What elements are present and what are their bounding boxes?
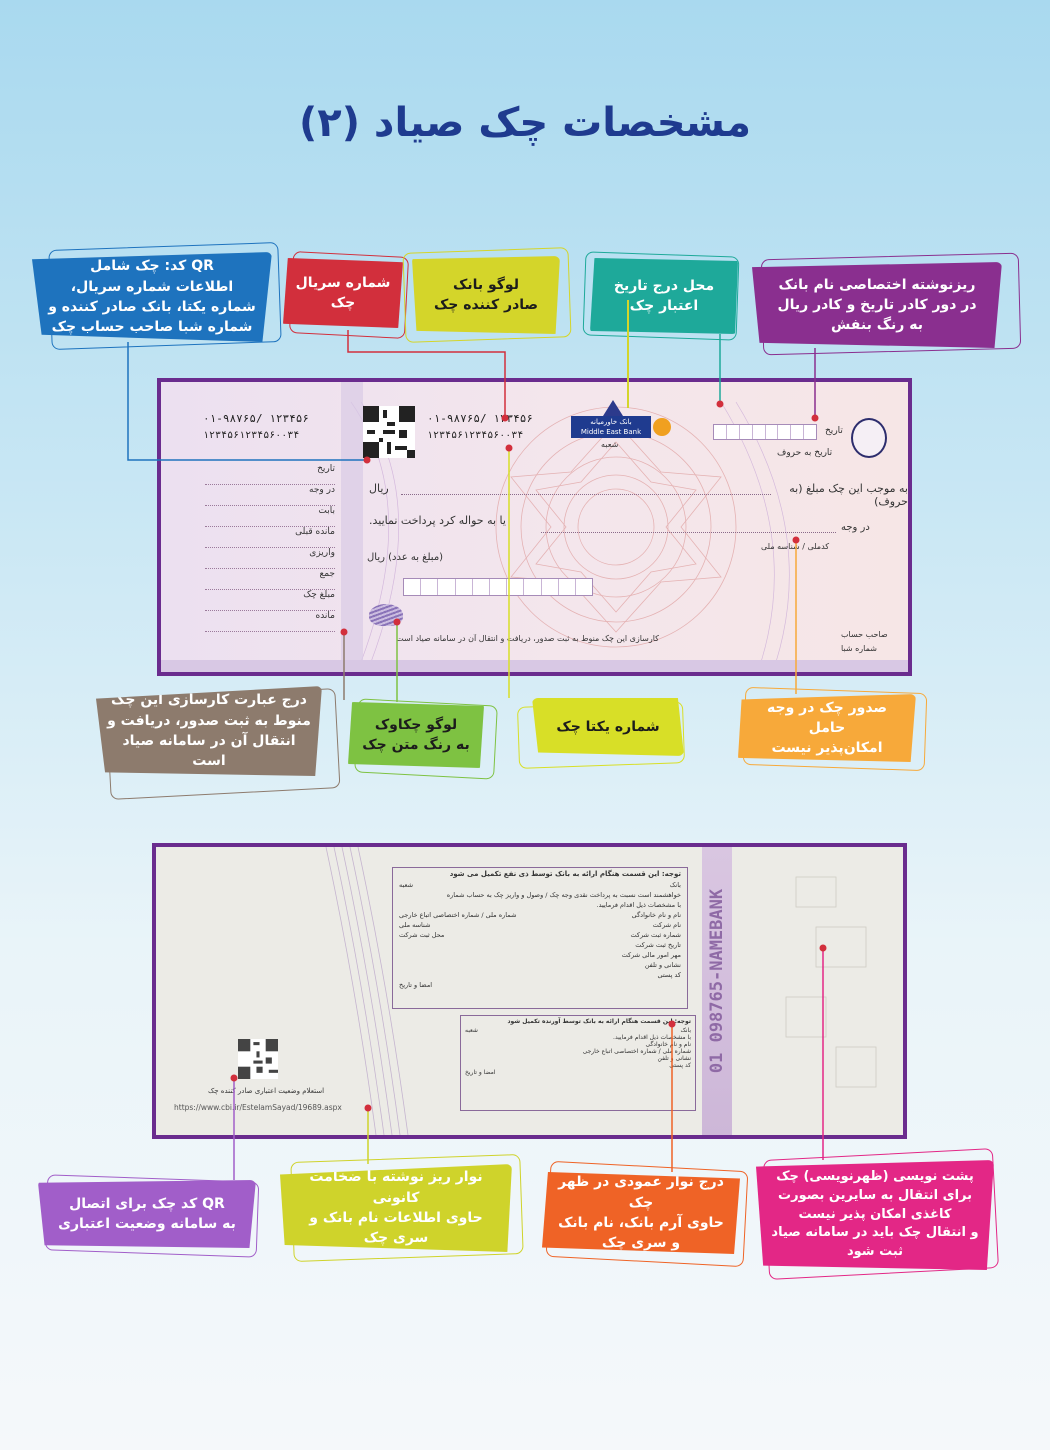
sayad-notice: کارسازی این چک منوط به ثبت صدور، دریافت … xyxy=(396,634,659,643)
callout-bearer-text: صدور چک در وجه حامل امکان‌پذیر نیست xyxy=(767,699,887,757)
callout-bearer: صدور چک در وجه حامل امکان‌پذیر نیست xyxy=(738,686,928,772)
pay-label: یا به حواله کرد پرداخت نمایید. xyxy=(369,514,506,527)
stub-serial-1: ۰۱-۹۸۷۶۵/ ۱۲۳۴۵۶ xyxy=(203,412,309,425)
rial-label-1: ریال xyxy=(369,482,389,495)
check-back-pattern xyxy=(325,847,877,1135)
serial-number-1: ۰۱-۹۸۷۶۵/ ۱۲۳۴۵۶ xyxy=(427,412,533,425)
callout-microtext-text: ریزنوشته اختصاصی نام بانک در دور کادر تا… xyxy=(777,276,977,334)
owner-label: صاحب حساب xyxy=(841,630,888,639)
callout-serial-text: شماره سریال چک xyxy=(295,274,391,311)
notice-1: توجه: این قسمت هنگام ارائه به بانک توسط … xyxy=(449,870,681,878)
stub-field: مبلغ چک xyxy=(205,590,335,611)
vertical-strip-text: 01 098765-NAMEBANK xyxy=(707,888,727,1074)
amount-words-line xyxy=(401,494,771,495)
chakavak-logo-icon xyxy=(369,604,403,626)
bank-sun-icon xyxy=(653,418,671,436)
check-back: توجه: این قسمت هنگام ارائه به بانک توسط … xyxy=(152,843,907,1139)
stub-field: بابت xyxy=(205,506,335,527)
bank-name-en: Middle East Bank xyxy=(580,428,642,436)
qr-code-back xyxy=(238,1039,278,1079)
page-title: مشخصات چک صیاد (۲) xyxy=(299,100,751,146)
callout-micro-strip: نوار ریز نوشته با ضخامت کانونی حاوی اطلا… xyxy=(280,1154,524,1262)
amount-digits-label: (مبلغ به عدد) ریال xyxy=(367,552,444,563)
bank-logo-mark-icon xyxy=(603,400,623,416)
stub-field: مانده xyxy=(205,611,335,632)
callout-serial: شماره سریال چک xyxy=(283,251,410,339)
callout-unique-number: شماره یکتا چک xyxy=(516,698,686,769)
branch-label: شعبه xyxy=(601,440,619,449)
callout-qr-validation: QR کد چک برای اتصال به سامانه وضعیت اعتب… xyxy=(38,1174,260,1258)
endorsement-box-2: توجه: این قسمت هنگام ارائه به بانک توسط … xyxy=(460,1015,696,1111)
qr-url[interactable]: https://www.cbi.ir/EstelamSayad/19689.as… xyxy=(174,1103,342,1112)
stub-serial-2: ۱۲۳۴۵۶۱۲۳۴۵۶۰۰۳۴ xyxy=(203,430,300,441)
id-fields: کدملی / شناسه ملی xyxy=(761,542,830,551)
in-favor-label: در وجه xyxy=(841,522,870,533)
stub-fields: تاریخ در وجه بابت مانده قبلی واریزی جمع … xyxy=(205,464,335,632)
endorsement-box-1: توجه: این قسمت هنگام ارائه به بانک توسط … xyxy=(392,867,688,1009)
stub-field: تاریخ xyxy=(205,464,335,485)
callout-qr-validation-text: QR کد چک برای اتصال به سامانه وضعیت اعتب… xyxy=(58,1195,236,1232)
callout-qr: QR کد: چک شامل اطلاعات شماره سریال، شمار… xyxy=(32,242,282,350)
sheba-label: شماره شبا xyxy=(841,644,877,653)
callout-bank-logo: لوگو بانک صادر کننده چک xyxy=(402,247,572,343)
bank-logo: بانک خاورمیانه Middle East Bank شعبه xyxy=(571,400,671,449)
callout-endorsement: پشت نویسی (ظهرنویسی) چک برای انتقال به س… xyxy=(756,1148,999,1280)
notice-2: توجه: این قسمت هنگام ارائه به بانک توسط … xyxy=(507,1018,691,1025)
stub-field: در وجه xyxy=(205,485,335,506)
callout-sayad-text-text: درج عبارت کارسازی این چک منوط به ثبت صدو… xyxy=(107,692,311,770)
callout-bank-logo-text: لوگو بانک صادر کننده چک xyxy=(433,276,539,313)
date-box xyxy=(713,424,817,440)
qr-code-front xyxy=(363,406,415,458)
callout-endorsement-text: پشت نویسی (ظهرنویسی) چک برای انتقال به س… xyxy=(771,1168,979,1260)
date-label: تاریخ xyxy=(825,426,843,436)
bank-emblem-icon xyxy=(851,418,887,458)
payee-line xyxy=(541,532,836,533)
qr-caption: استعلام وضعیت اعتباری صادر کننده چک xyxy=(207,1087,325,1095)
callout-sayad-text: درج عبارت کارسازی این چک منوط به ثبت صدو… xyxy=(96,686,341,800)
unique-number: ۱۲۳۴۵۶۱۲۳۴۵۶۰۰۳۴ xyxy=(427,430,524,441)
stub-field: مانده قبلی xyxy=(205,527,335,548)
vertical-security-strip: 01 098765-NAMEBANK xyxy=(702,847,732,1135)
callout-micro-strip-text: نوار ریز نوشته با ضخامت کانونی حاوی اطلا… xyxy=(309,1169,483,1247)
amount-digits-box xyxy=(403,578,593,596)
callout-qr-text: QR کد: چک شامل اطلاعات شماره سریال، شمار… xyxy=(48,258,256,336)
bank-name-fa: بانک خاورمیانه xyxy=(590,418,632,426)
callout-printer-logo: لوگو چکاوک به رنگ متن چک xyxy=(348,698,498,780)
callout-date-place-text: محل درج تاریخ اعتبار چک xyxy=(613,277,715,314)
callout-vertical-strip-text: درج نوار عمودی در ظهر چک حاوی آرم بانک، … xyxy=(558,1174,724,1252)
callout-microtext: ریزنوشته اختصاصی نام بانک در دور کادر تا… xyxy=(752,252,1022,356)
date-words-label: تاریخ به حروف xyxy=(777,448,833,458)
amount-words-label: به موجب این چک مبلغ (به حروف) xyxy=(789,482,908,508)
callout-unique-number-text: شماره یکتا چک xyxy=(556,718,660,735)
stub-field: واریزی xyxy=(205,548,335,569)
stub-field: جمع xyxy=(205,569,335,590)
callout-vertical-strip: درج نوار عمودی در ظهر چک حاوی آرم بانک، … xyxy=(542,1160,749,1268)
callout-date-place: محل درج تاریخ اعتبار چک xyxy=(582,251,740,341)
callout-printer-logo-text: لوگو چکاوک به رنگ متن چک xyxy=(362,716,470,753)
check-front: ۰۱-۹۸۷۶۵/ ۱۲۳۴۵۶ ۱۲۳۴۵۶۱۲۳۴۵۶۰۰۳۴ تاریخ … xyxy=(157,378,912,676)
